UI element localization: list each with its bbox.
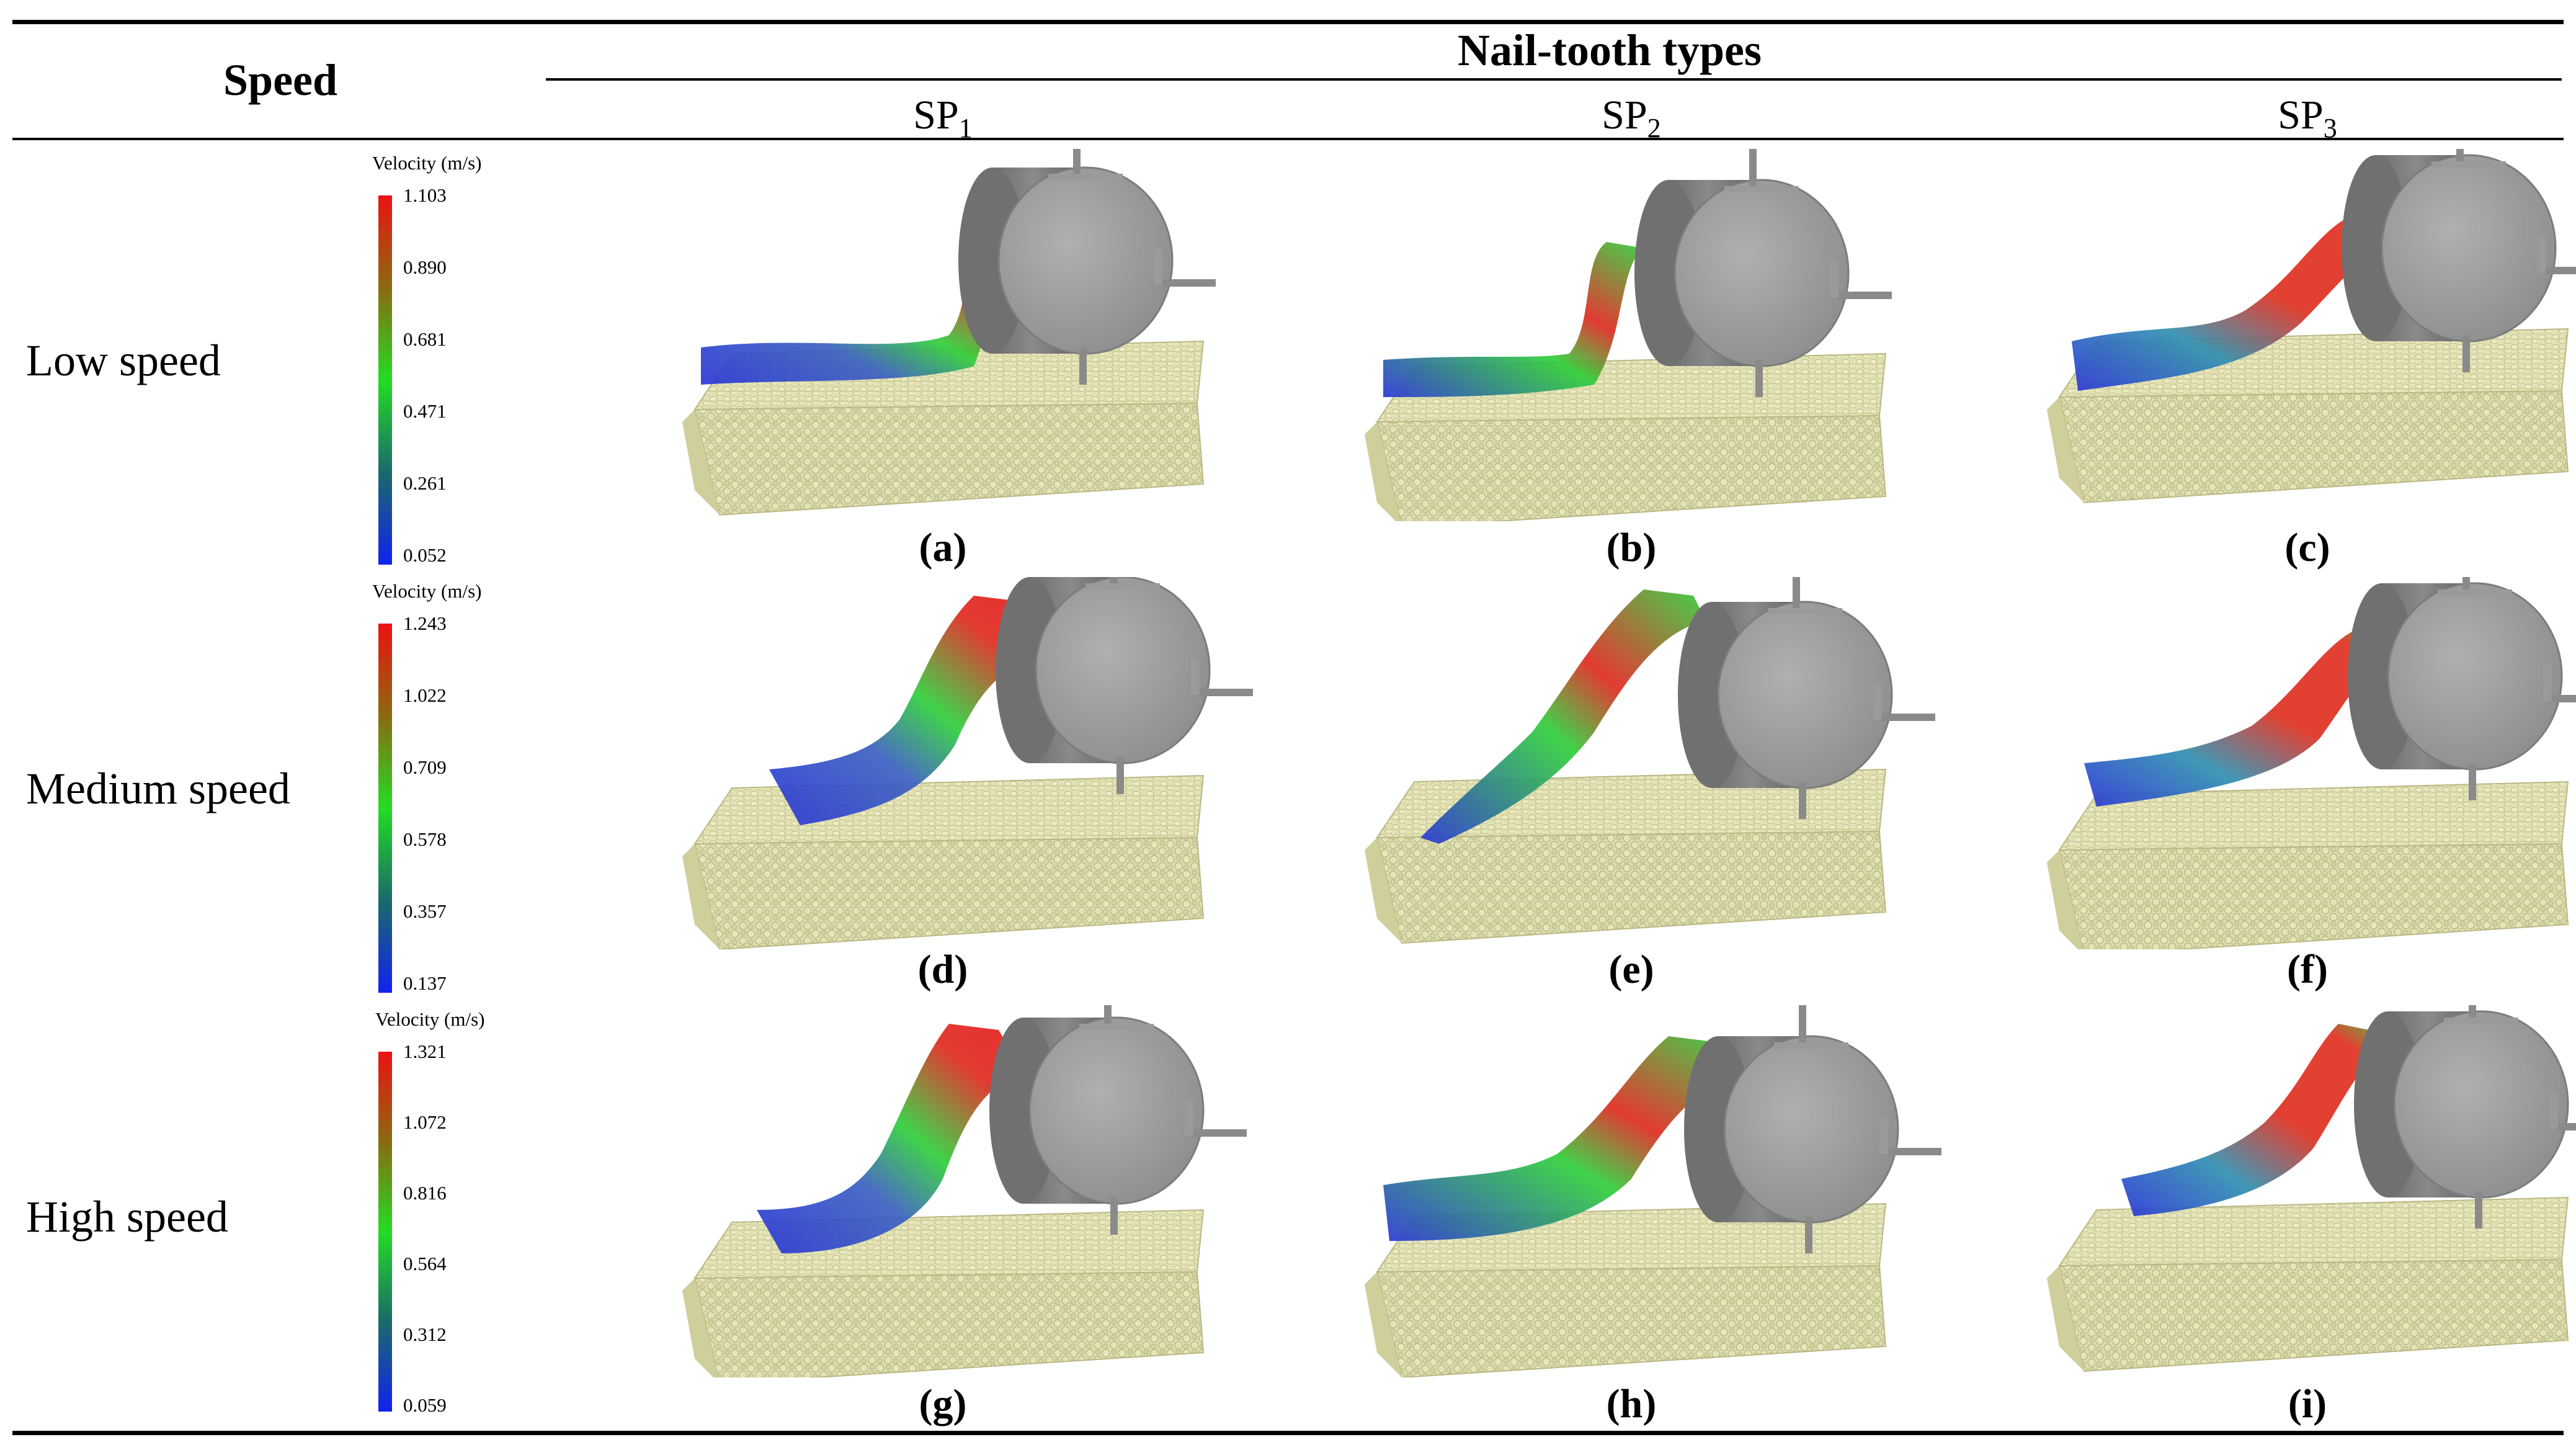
column-header-sp1: SP1 xyxy=(913,92,973,144)
legend-tick: 0.578 xyxy=(403,828,447,850)
panel-label-h: (h) xyxy=(1606,1381,1657,1426)
legend-tick: 1.103 xyxy=(403,184,447,206)
simulation-image-i xyxy=(2046,1005,2576,1372)
row-label-low-speed: Low speed xyxy=(26,336,221,385)
legend-tick: 0.052 xyxy=(403,544,447,566)
simulation-image-f xyxy=(2046,577,2576,949)
legend-tick: 0.471 xyxy=(403,400,447,422)
legend-tick: 0.681 xyxy=(403,328,447,350)
simulation-image-a xyxy=(682,149,1217,516)
panel-label-i: (i) xyxy=(2288,1381,2327,1426)
legend-title: Velocity (m/s) xyxy=(375,1008,485,1030)
row-label-high-speed: High speed xyxy=(26,1192,228,1242)
simulation-image-b xyxy=(1364,149,1893,521)
simulation-image-h xyxy=(1364,1005,1943,1377)
panel-label-e: (e) xyxy=(1608,947,1654,992)
legend-tick: 0.357 xyxy=(403,900,447,922)
header-sub-rule xyxy=(546,78,2562,81)
speed-header: Speed xyxy=(223,55,338,105)
legend-tick: 0.261 xyxy=(403,472,447,494)
bottom-rule xyxy=(12,1431,2564,1435)
legend-tick: 0.059 xyxy=(403,1394,447,1416)
simulation-image-g xyxy=(682,1005,1248,1377)
top-rule xyxy=(12,20,2564,24)
legend-tick: 0.564 xyxy=(403,1253,447,1274)
legend-tick: 0.816 xyxy=(403,1182,447,1204)
velocity-colorbar xyxy=(378,624,392,993)
velocity-colorbar xyxy=(378,195,392,565)
panel-label-c: (c) xyxy=(2284,525,2330,570)
panel-label-d: (d) xyxy=(917,947,968,992)
row-label-medium-speed: Medium speed xyxy=(26,764,290,813)
panel-label-f: (f) xyxy=(2287,947,2328,992)
column-header-sp2: SP2 xyxy=(1602,92,1661,144)
simulation-image-c xyxy=(2046,149,2576,503)
panel-label-b: (b) xyxy=(1606,525,1657,570)
header-bottom-rule xyxy=(12,138,2564,140)
simulation-image-e xyxy=(1364,577,1936,944)
legend-title: Velocity (m/s) xyxy=(372,580,482,602)
legend-tick: 1.072 xyxy=(403,1111,447,1133)
legend-tick: 0.312 xyxy=(403,1323,447,1345)
legend-tick: 1.321 xyxy=(403,1041,447,1062)
legend-title: Velocity (m/s) xyxy=(372,152,482,174)
column-header-sp3: SP3 xyxy=(2278,92,2337,144)
legend-tick: 0.137 xyxy=(403,972,447,994)
simulation-image-d xyxy=(682,577,1254,949)
panel-label-a: (a) xyxy=(919,525,967,570)
legend-tick: 1.022 xyxy=(403,684,447,706)
legend-tick: 0.709 xyxy=(403,756,447,778)
nail-tooth-types-header: Nail-tooth types xyxy=(1458,25,1762,75)
legend-tick: 1.243 xyxy=(403,612,447,634)
panel-label-g: (g) xyxy=(919,1381,967,1426)
velocity-colorbar xyxy=(378,1052,392,1412)
legend-tick: 0.890 xyxy=(403,256,447,278)
